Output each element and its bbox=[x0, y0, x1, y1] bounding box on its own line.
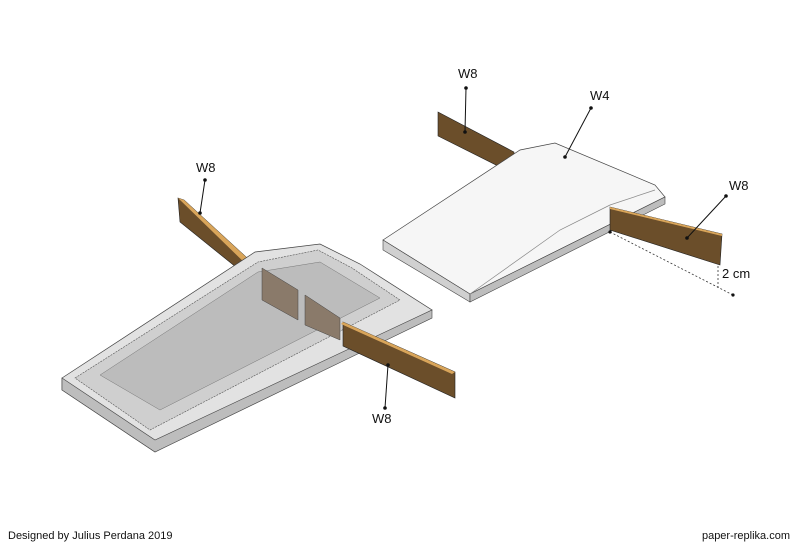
left-ramp-assembly bbox=[61, 178, 456, 453]
gap-measure-line bbox=[609, 231, 734, 296]
label-right-front-plank: W8 bbox=[729, 178, 749, 193]
label-right-ramp: W4 bbox=[590, 88, 610, 103]
label-left-front-plank: W8 bbox=[372, 411, 392, 426]
right-ramp-assembly bbox=[382, 86, 735, 303]
site-name: paper-replika.com bbox=[701, 530, 790, 542]
label-right-back-plank: W8 bbox=[458, 66, 478, 81]
designer-credit: Designed by Julius Perdana 2019 bbox=[8, 530, 173, 542]
label-gap-measure: 2 cm bbox=[722, 266, 751, 281]
label-left-back-plank: W8 bbox=[196, 160, 216, 175]
right-front-plank bbox=[609, 206, 723, 266]
